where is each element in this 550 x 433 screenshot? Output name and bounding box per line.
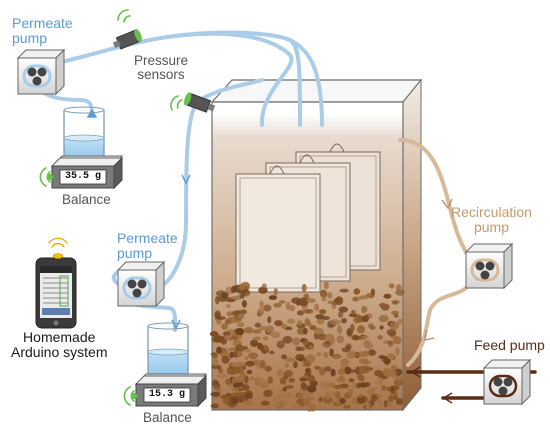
smartphone-icon bbox=[35, 237, 77, 329]
balance-icon bbox=[50, 155, 208, 408]
balance-bottom-label: Balance bbox=[143, 410, 192, 425]
feed-pump-label: Feed pump bbox=[474, 337, 545, 353]
feed-arrows bbox=[410, 366, 453, 404]
pressure-sensor-icon bbox=[112, 28, 216, 113]
pump-icon bbox=[16, 48, 532, 406]
balance-readout-bottom: 15.3 g bbox=[148, 389, 185, 400]
sludge-particles bbox=[209, 281, 405, 412]
status-led bbox=[46, 173, 138, 400]
recirculation-tubing bbox=[398, 138, 474, 367]
balance-top-label: Balance bbox=[62, 192, 111, 207]
balance-readout-top: 35.5 g bbox=[64, 171, 101, 182]
membrane-module-icon bbox=[235, 143, 381, 293]
recirc-arrows bbox=[424, 198, 453, 341]
